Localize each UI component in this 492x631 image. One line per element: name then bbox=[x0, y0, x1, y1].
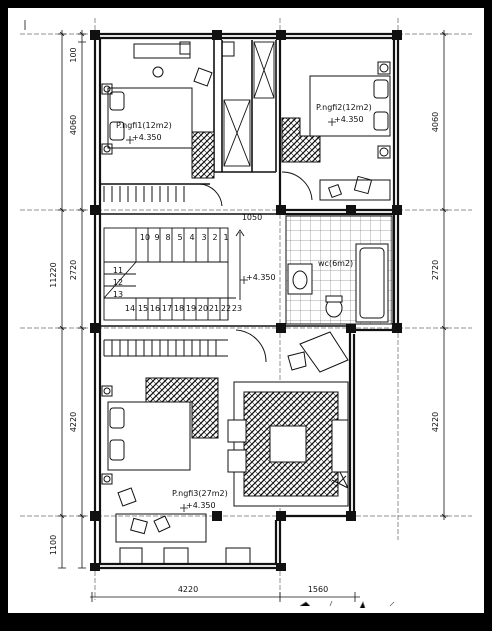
bedroom3-furniture bbox=[101, 329, 267, 565]
interior-walls bbox=[100, 40, 350, 327]
level-markers bbox=[126, 118, 336, 512]
dim-right-lower: 4220 bbox=[431, 412, 440, 432]
dim-bottom-left: 4220 bbox=[178, 585, 198, 594]
stair-step-11: 11 bbox=[113, 266, 123, 275]
dimension-labels: 100 4060 11220 2720 4220 1100 4060 2720 … bbox=[49, 47, 440, 594]
stair-step-22: 22 bbox=[221, 304, 231, 313]
stair-step-10: 10 bbox=[140, 233, 150, 242]
bedroom2-furniture bbox=[281, 61, 391, 201]
stair-step-1: 1 bbox=[223, 233, 228, 242]
dim-bottom-right: 1560 bbox=[308, 585, 328, 594]
stair-step-13: 13 bbox=[113, 290, 123, 299]
bedroom1-level: +4.350 bbox=[132, 133, 162, 142]
dim-left-small: 100 bbox=[69, 47, 78, 62]
stair-step-12: 12 bbox=[113, 278, 123, 287]
dim-left-lower: 4220 bbox=[69, 412, 78, 432]
structural-columns bbox=[90, 30, 402, 571]
stair-step-2: 2 bbox=[212, 233, 217, 242]
staircase bbox=[103, 227, 245, 321]
stair-step-21: 21 bbox=[209, 304, 219, 313]
dim-top-partition: 1050 bbox=[242, 213, 262, 222]
room-labels: P.ngfi1(12m2) +4.350 P.ngfi2(12m2) +4.35… bbox=[116, 103, 372, 510]
dim-left-mid: 2720 bbox=[69, 260, 78, 280]
dimension-lines bbox=[24, 20, 448, 602]
stair-step-3: 3 bbox=[201, 233, 206, 242]
bedroom3-label: P.ngfi3(27m2) bbox=[172, 489, 228, 498]
stair-step-17: 17 bbox=[162, 304, 172, 313]
stair-step-19: 19 bbox=[186, 304, 196, 313]
dim-right-mid: 2720 bbox=[431, 260, 440, 280]
stair-step-14: 14 bbox=[125, 304, 135, 313]
stair-step-8: 8 bbox=[165, 233, 170, 242]
bottom-border-marks bbox=[299, 600, 395, 609]
hatched-blocks bbox=[145, 117, 321, 439]
wc-fixtures bbox=[285, 215, 393, 325]
wc-label: wc(6m2) bbox=[318, 259, 353, 268]
bedroom1-label: P.ngfi1(12m2) bbox=[116, 121, 172, 130]
stair-step-9: 9 bbox=[154, 233, 159, 242]
service-shaft bbox=[223, 41, 275, 167]
stair-step-5: 5 bbox=[177, 233, 182, 242]
stair-step-4: 4 bbox=[189, 233, 194, 242]
sitting-area bbox=[227, 331, 349, 507]
bedroom2-level: +4.350 bbox=[334, 115, 364, 124]
dim-left-top: 4060 bbox=[69, 115, 78, 135]
bedroom2-label: P.ngfi2(12m2) bbox=[316, 103, 372, 112]
stair-step-18: 18 bbox=[174, 304, 184, 313]
stair-landing-level: +4.350 bbox=[246, 273, 276, 282]
dim-left-bottom: 1100 bbox=[49, 535, 58, 555]
bedroom3-level: +4.350 bbox=[186, 501, 216, 510]
bedroom1-furniture bbox=[101, 41, 235, 207]
stair-numbers: 10 9 8 5 4 3 2 1 11 12 13 14 15 16 17 18… bbox=[113, 233, 242, 313]
dim-right-top: 4060 bbox=[431, 112, 440, 132]
stair-step-23: 23 bbox=[232, 304, 242, 313]
stair-step-16: 16 bbox=[150, 304, 160, 313]
stair-step-20: 20 bbox=[198, 304, 208, 313]
stair-step-15: 15 bbox=[138, 304, 148, 313]
dim-left-overall: 11220 bbox=[49, 262, 58, 287]
paper-sheet bbox=[8, 8, 484, 613]
